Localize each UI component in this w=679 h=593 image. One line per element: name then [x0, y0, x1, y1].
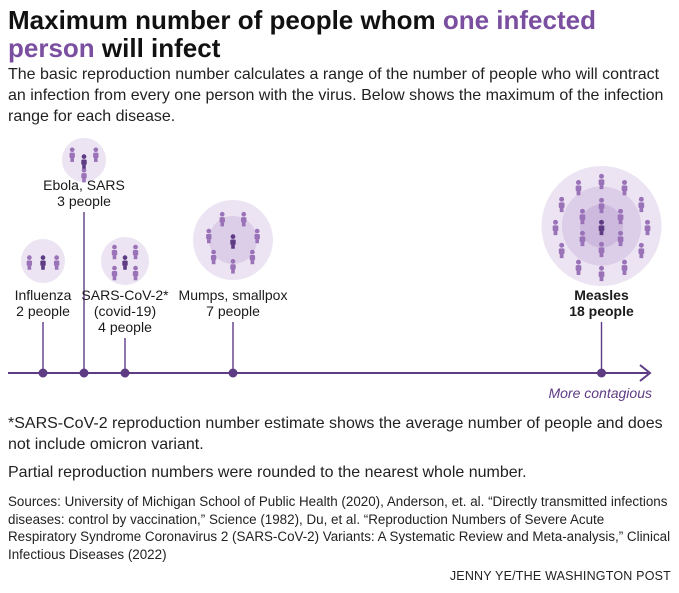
category-label: Influenza [15, 287, 72, 303]
person-icon [40, 255, 46, 270]
category-label: Measles [574, 287, 629, 303]
person-icon [579, 208, 586, 225]
person-icon [617, 208, 624, 225]
person-icon [81, 154, 87, 169]
person-icon [598, 241, 605, 258]
value-label: 2 people [16, 303, 70, 319]
person-icon [598, 265, 605, 282]
person-icon [579, 230, 586, 247]
chart-title: Maximum number of people whom one infect… [8, 6, 608, 62]
axis-note: More contagious [548, 385, 652, 401]
person-icon [249, 249, 256, 265]
person-icon [575, 259, 582, 275]
chart-subtitle: The basic reproduction number calculates… [8, 66, 664, 125]
data-point [120, 368, 130, 378]
value-label: 4 people [98, 319, 152, 335]
title-highlight: one infected person [8, 5, 596, 63]
person-icon [241, 211, 247, 227]
person-icon [132, 265, 139, 281]
person-icon [552, 219, 559, 236]
value-label: 3 people [57, 193, 111, 209]
axis-arrow [639, 364, 652, 382]
data-point [597, 368, 606, 378]
rounding-note: Partial reproduction numbers were rounde… [8, 464, 527, 481]
value-label: 7 people [206, 303, 260, 319]
person-icon [621, 179, 628, 196]
category-label: SARS-CoV-2* [81, 287, 169, 303]
person-icon [210, 249, 217, 265]
data-point [38, 368, 48, 378]
sources: Sources: University of Michigan School o… [8, 494, 671, 562]
person-icon [93, 147, 99, 162]
person-icon [219, 211, 225, 227]
title-part-1: Maximum number of people whom [8, 5, 443, 35]
person-icon [206, 228, 212, 244]
footnote: *SARS-CoV-2 reproduction number estimate… [8, 415, 663, 453]
person-icon [122, 255, 128, 270]
person-icon [644, 219, 651, 236]
person-icon [111, 244, 118, 260]
person-icon [638, 242, 645, 259]
person-icon [111, 265, 118, 281]
person-icon [558, 242, 565, 259]
person-icon [598, 173, 605, 190]
person-icon [598, 197, 605, 214]
person-icon [230, 259, 236, 274]
data-point [79, 368, 89, 378]
person-icon [69, 147, 75, 162]
person-icon [230, 234, 236, 249]
person-icon [558, 196, 565, 213]
person-icon [254, 228, 260, 244]
person-icon [621, 259, 628, 275]
person-icon [53, 255, 60, 270]
person-icon [617, 230, 624, 247]
category-label: Ebola, SARS [43, 177, 125, 193]
value-label: 18 people [569, 303, 634, 319]
credit: JENNY YE/THE WASHINGTON POST [449, 569, 671, 583]
person-icon [26, 255, 33, 270]
category-label: Mumps, smallpox [179, 287, 288, 303]
person-icon [638, 196, 645, 213]
person-icon [598, 219, 605, 236]
category-label: (covid-19) [94, 303, 156, 319]
data-point [228, 368, 238, 378]
title-part-2: will infect [94, 33, 221, 63]
person-icon [132, 244, 139, 260]
person-icon [575, 179, 582, 196]
person-icon [81, 167, 87, 183]
